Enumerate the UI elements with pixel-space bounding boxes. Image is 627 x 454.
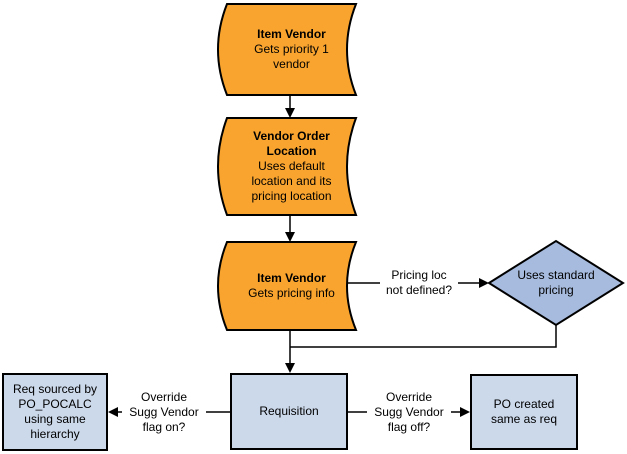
arrowhead-into-vendor-order-location bbox=[285, 108, 295, 118]
arrowhead-into-po-created bbox=[460, 407, 470, 417]
stored-data-shape-item-vendor-priority bbox=[217, 3, 358, 96]
node-po-created-box: PO created same as req bbox=[470, 374, 578, 450]
node-requisition-box: Requisition bbox=[230, 373, 348, 450]
arrowhead-into-item-vendor-pricing bbox=[285, 232, 295, 242]
arrowhead-into-req-sourced bbox=[108, 407, 118, 417]
stored-data-shape-item-vendor-pricing bbox=[217, 241, 358, 331]
connector-decision-to-junction bbox=[290, 325, 557, 348]
edge-label-pricing-loc-not-defined: Pricing loc not defined? bbox=[380, 267, 458, 299]
edge-label-override-flag-off: Override Sugg Vendor flag off? bbox=[367, 389, 451, 435]
stored-data-shape-vendor-order-location bbox=[217, 117, 358, 216]
decision-diamond-uses-standard-pricing bbox=[487, 239, 625, 327]
arrowhead-into-requisition bbox=[285, 363, 295, 373]
node-req-sourced-box: Req sourced by PO_POCALC using same hier… bbox=[2, 373, 108, 451]
edge-label-override-flag-on: Override Sugg Vendor flag on? bbox=[122, 389, 206, 435]
arrowhead-into-decision bbox=[479, 278, 489, 288]
